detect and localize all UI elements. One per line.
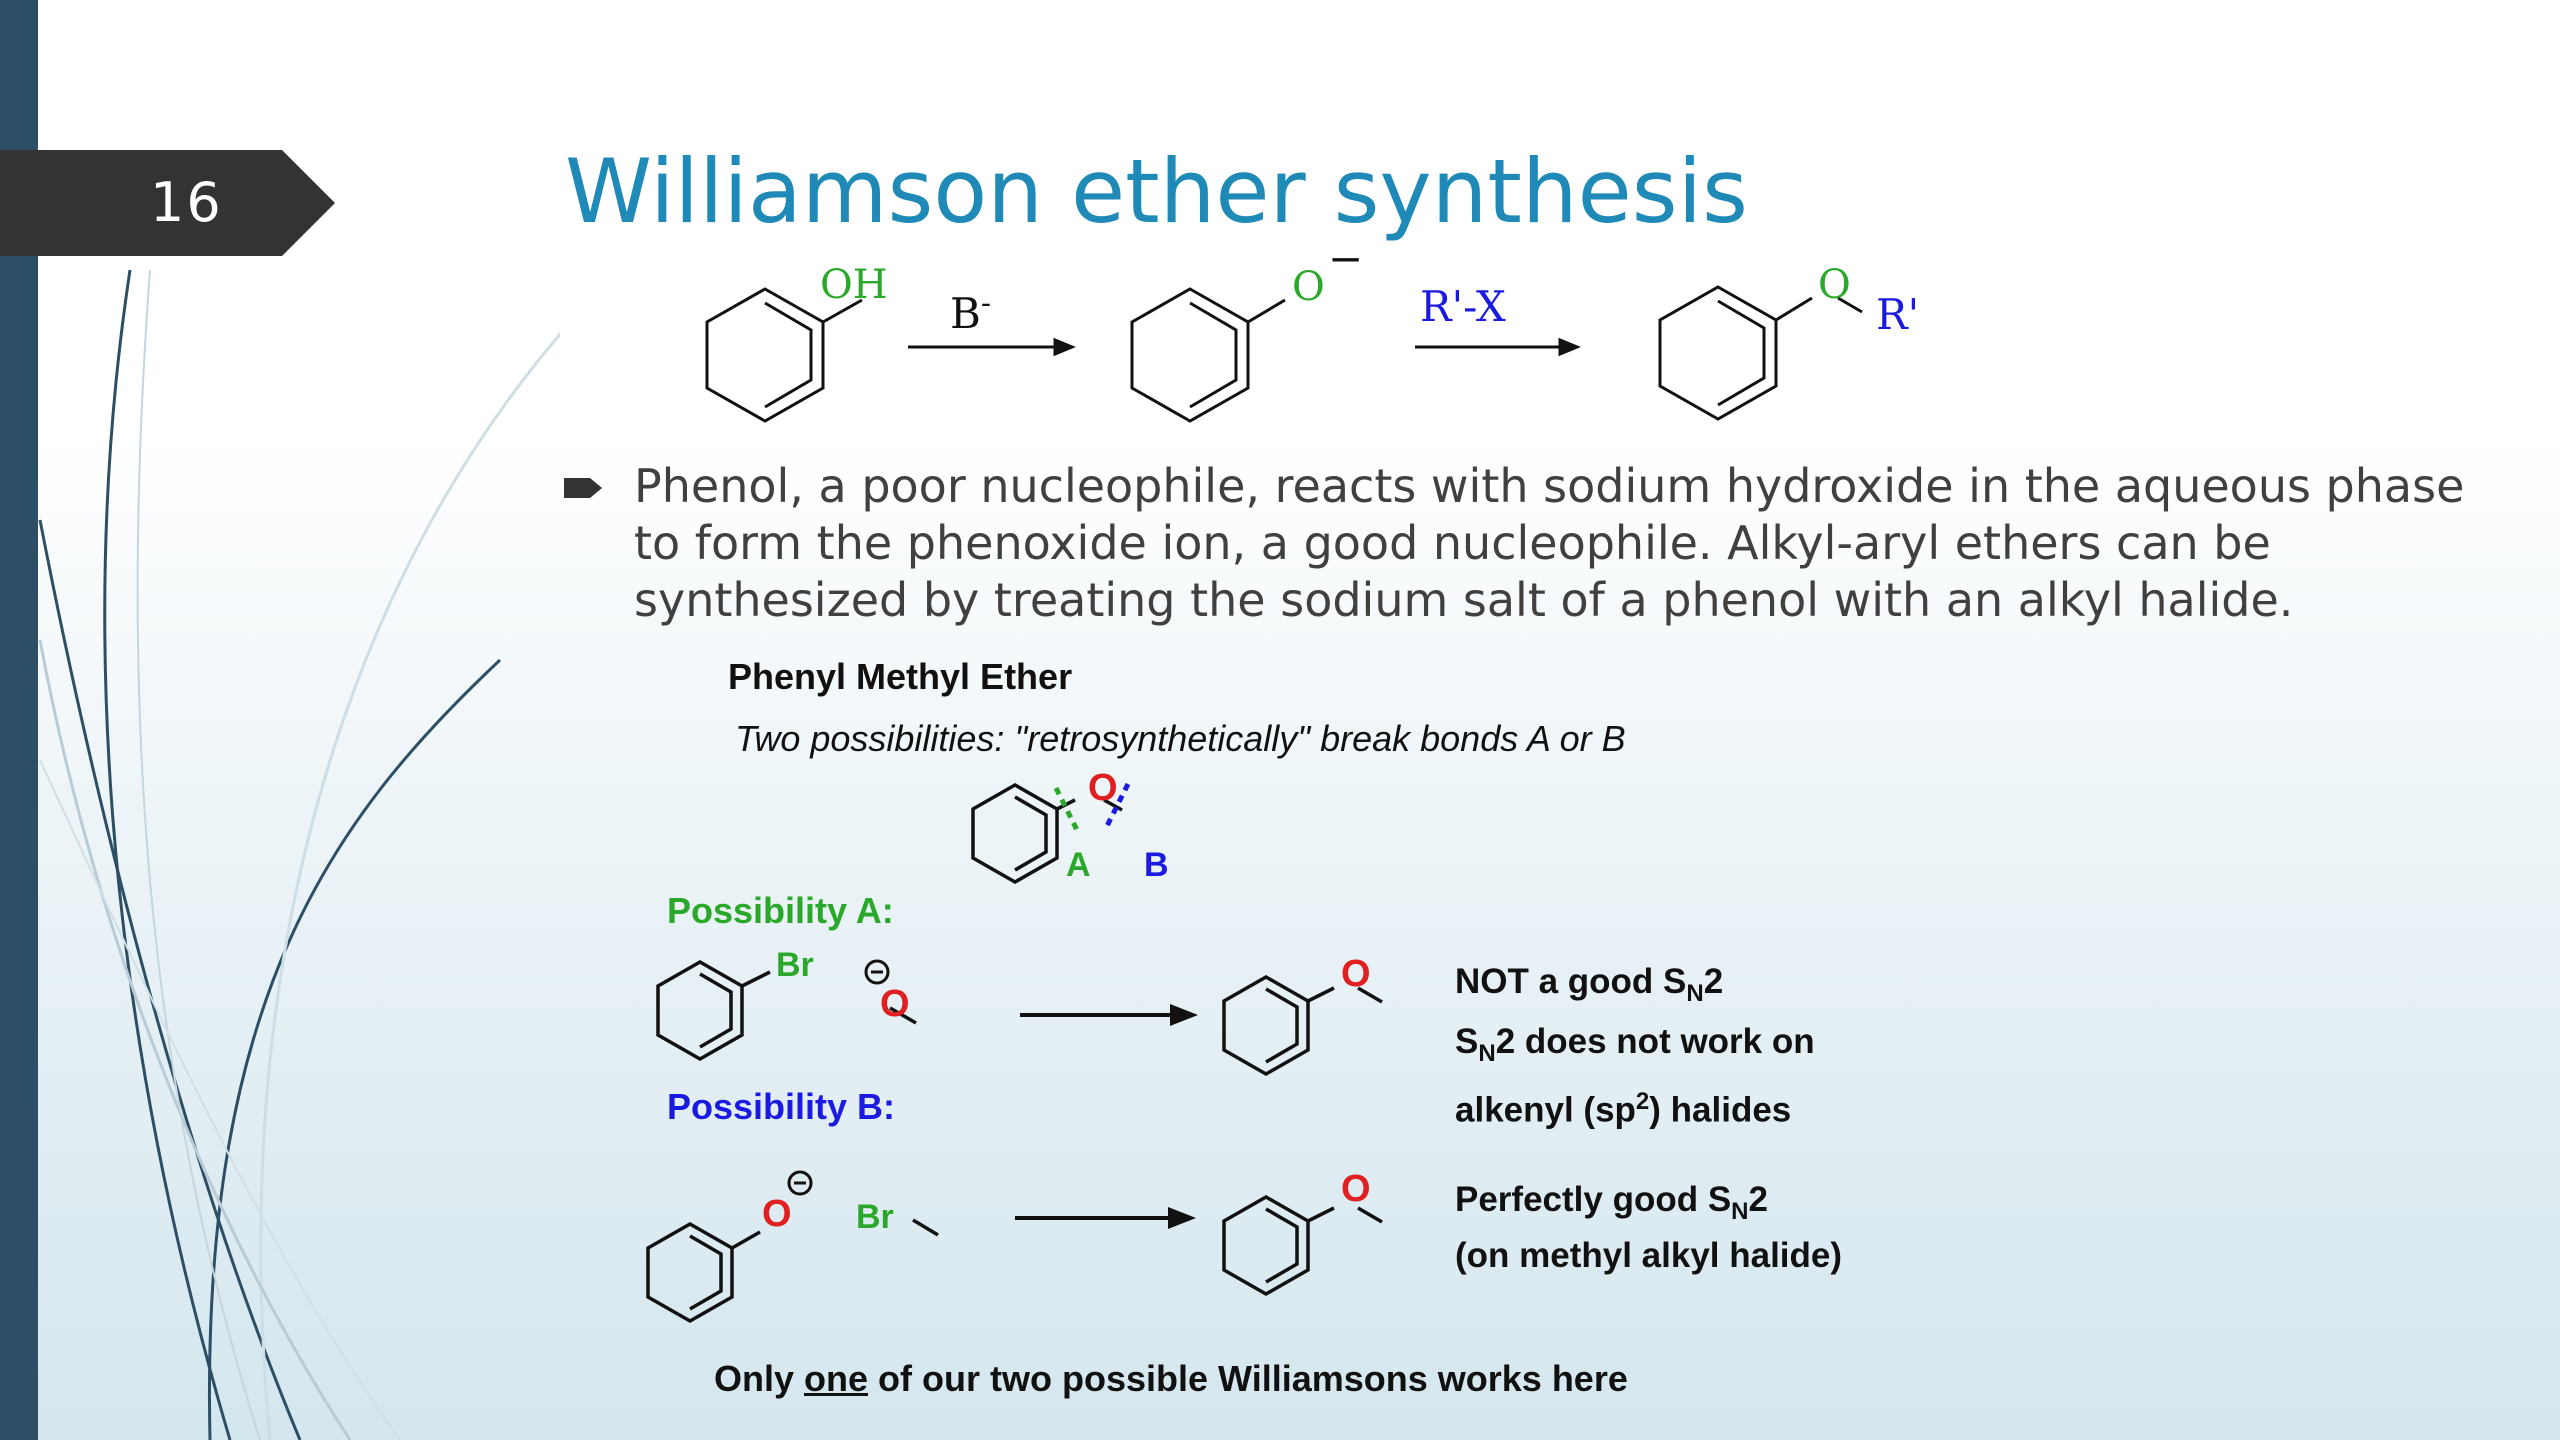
bond-b-label: B bbox=[1144, 846, 1169, 884]
reaction-arrow-2 bbox=[1415, 337, 1581, 357]
slide-title: Williamson ether synthesis bbox=[565, 140, 1748, 243]
row-a-methoxide-o-label: O bbox=[880, 983, 910, 1025]
arrow-bullet-icon bbox=[564, 478, 602, 498]
figure-footer: Only one of our two possible Williamsons… bbox=[714, 1358, 1628, 1399]
row-a-bromine-label: Br bbox=[776, 946, 814, 984]
slide-number: 16 bbox=[150, 171, 223, 234]
ether-r-label: R' bbox=[1876, 290, 1920, 339]
note-a-line-2: SN2 does not work on bbox=[1455, 1022, 1815, 1067]
row-a-product-o-label: O bbox=[1341, 953, 1371, 995]
row-b-product bbox=[1222, 1194, 1383, 1297]
row-b-arrow bbox=[1015, 1207, 1196, 1229]
reaction-arrow-1 bbox=[908, 337, 1076, 357]
phenol-ring bbox=[705, 287, 863, 423]
note-b-line-1: Perfectly good SN2 bbox=[1455, 1180, 1768, 1225]
row-a-arrow bbox=[1020, 1004, 1198, 1026]
target-ether-structure bbox=[971, 782, 1131, 885]
figure-heading: Phenyl Methyl Ether bbox=[728, 656, 1073, 697]
decorative-curves bbox=[38, 269, 560, 1440]
oxide-label: O bbox=[1292, 264, 1325, 310]
row-b-product-o-label: O bbox=[1341, 1168, 1371, 1210]
figure-subheading: Two possibilities: "retrosynthetically" … bbox=[735, 718, 1626, 759]
alkyl-halide-label: R'-X bbox=[1420, 282, 1506, 331]
reaction-scheme bbox=[705, 285, 1863, 423]
possibility-a-label: Possibility A: bbox=[667, 890, 894, 931]
ether-product-ring bbox=[1658, 285, 1863, 421]
oxide-charge: − bbox=[1328, 234, 1364, 283]
note-a-line-3: alkenyl (sp2) halides bbox=[1455, 1088, 1792, 1130]
bullet-text: Phenol, a poor nucleophile, reacts with … bbox=[634, 459, 2465, 627]
base-label: B- bbox=[950, 286, 992, 338]
note-a: NOT a good SN2 SN2 does not work on alke… bbox=[1455, 958, 1815, 1135]
phenoxide-ring bbox=[1130, 287, 1286, 423]
ether-oxygen-label: O bbox=[1818, 262, 1851, 308]
note-b-line-2: (on methyl alkyl halide) bbox=[1455, 1236, 1843, 1275]
slide-number-tab bbox=[0, 150, 335, 256]
row-b-bromine-label: Br bbox=[856, 1198, 894, 1236]
row-a-reactants bbox=[656, 959, 917, 1062]
row-b-reactants bbox=[646, 1170, 939, 1324]
row-a-product bbox=[1222, 974, 1383, 1077]
note-b: Perfectly good SN2 (on methyl alkyl hali… bbox=[1455, 1178, 1842, 1278]
note-a-line-1: NOT a good SN2 bbox=[1455, 962, 1724, 1007]
center-oxygen-label: O bbox=[1088, 767, 1118, 809]
row-b-phenoxide-o-label: O bbox=[762, 1193, 792, 1235]
bond-a-label: A bbox=[1066, 846, 1091, 884]
hydroxyl-label: OH bbox=[820, 262, 888, 308]
possibility-b-label: Possibility B: bbox=[667, 1086, 896, 1127]
